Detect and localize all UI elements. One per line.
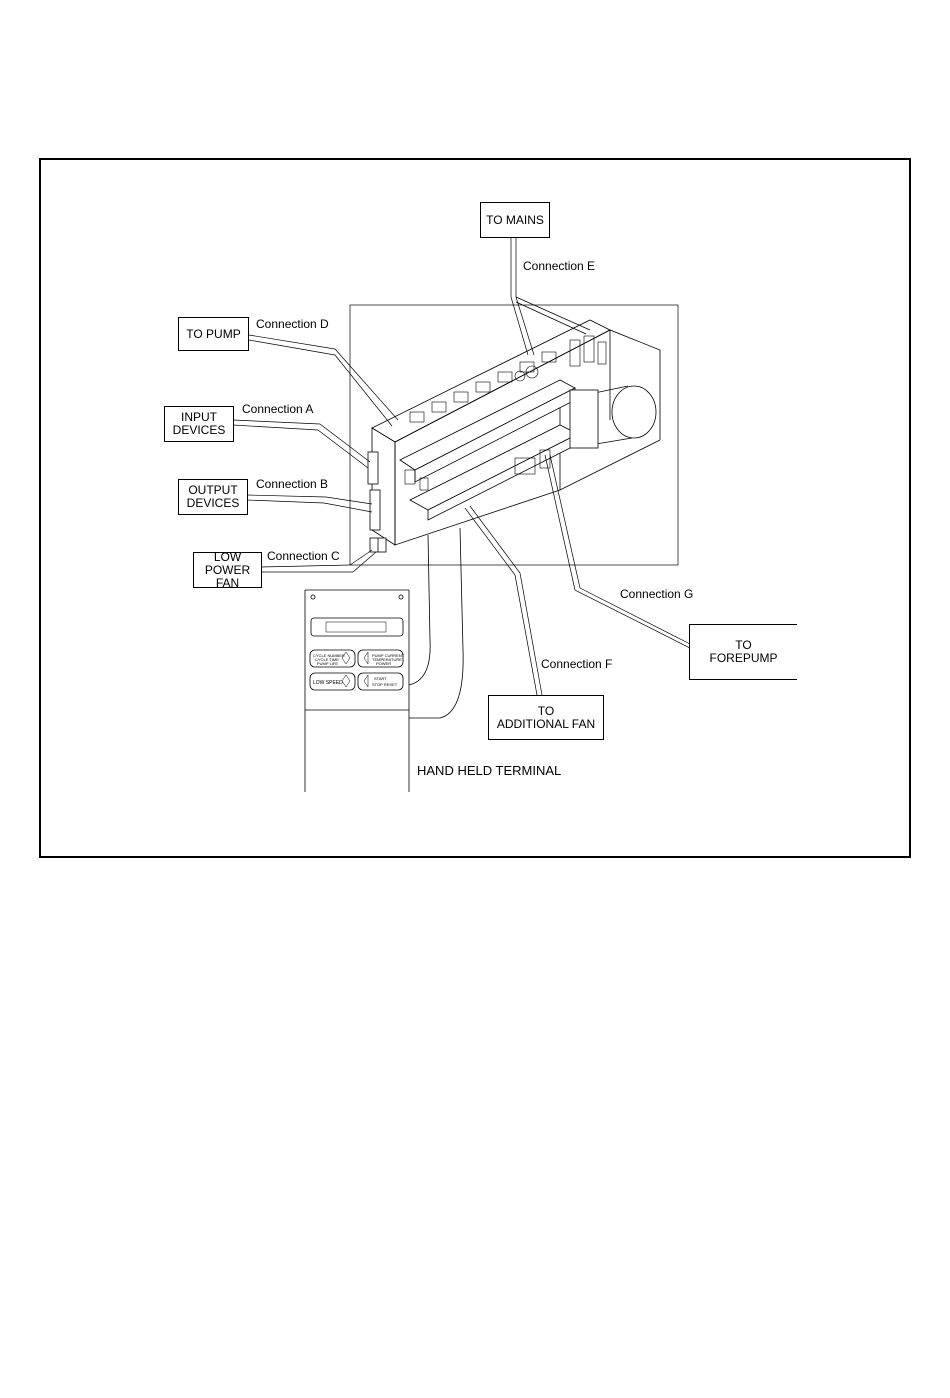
low-power-fan-box: LOW POWER FAN [193,552,262,588]
connection-d-label: Connection D [256,317,329,331]
leader-lines [233,237,690,695]
to-mains-label: TO MAINS [486,214,544,227]
connection-f-label: Connection F [541,657,612,671]
to-mains-box: TO MAINS [480,202,550,238]
to-pump-label: TO PUMP [186,328,240,341]
connection-g-label: Connection G [620,587,693,601]
key-power: POWER [376,661,391,666]
connection-a-label: Connection A [242,402,313,416]
output-devices-line2: DEVICES [187,497,240,510]
output-devices-box: OUTPUT DEVICES [178,479,248,515]
input-devices-line2: DEVICES [173,424,226,437]
to-pump-box: TO PUMP [178,317,249,351]
low-power-fan-line2: POWER FAN [194,564,261,590]
connection-e-label: Connection E [523,259,595,273]
key-start: START [374,676,387,681]
controller-chassis [368,320,660,552]
to-additional-fan-line1: TO [538,705,554,718]
terminal-cable [409,528,463,718]
key-low-speed: LOW SPEED [313,680,343,686]
to-forepump-line2: FOREPUMP [709,652,777,665]
connection-b-label: Connection B [256,477,328,491]
to-additional-fan-line2: ADDITIONAL FAN [497,718,595,731]
key-stop-reset: STOP RESET [372,682,398,687]
key-pump-life: PUMP LIFE [317,661,338,666]
hand-held-terminal-label: HAND HELD TERMINAL [417,764,561,778]
low-power-fan-line1: LOW [214,551,241,564]
to-additional-fan-box: TO ADDITIONAL FAN [488,695,604,740]
hand-held-terminal-drawing: CYCLE NUMBER CYCLE TIME PUMP LIFE PUMP C… [305,590,409,792]
input-devices-box: INPUT DEVICES [164,406,234,442]
to-forepump-box: TO FOREPUMP [689,624,797,680]
connection-c-label: Connection C [267,549,340,563]
